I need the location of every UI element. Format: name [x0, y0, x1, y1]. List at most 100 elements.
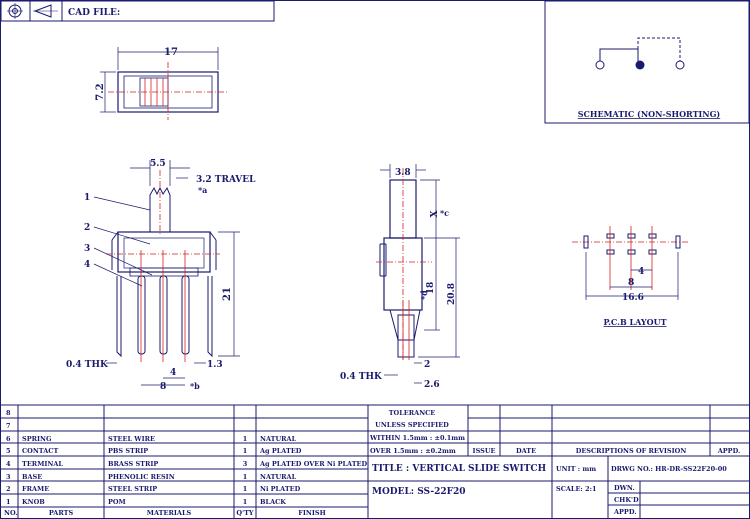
drawing-title: TITLE : VERTICAL SLIDE SWITCH: [372, 464, 547, 474]
side-26-dim: 2.6: [424, 380, 440, 390]
top-height-dim: 7.2: [95, 83, 106, 100]
bom-cell-no: 2: [6, 485, 11, 493]
bom-cell-finish: Ag PLATED: [259, 447, 302, 455]
revision-description: DESCRIPTIONS OF REVISION: [576, 447, 687, 455]
bom-cell-finish: NATURAL: [260, 435, 297, 443]
callout-1: 1: [84, 193, 90, 203]
bom-header-qty: Q'TY: [236, 509, 253, 517]
pcb-pitch-dim: 4: [638, 267, 644, 277]
bom-cell-material: BRASS STRIP: [108, 460, 158, 468]
bom-cell-parts: FRAME: [22, 485, 49, 493]
front-height-dim: 21: [222, 287, 233, 301]
top-view: 17 7.2: [95, 47, 228, 120]
terminal-1-icon: [595, 60, 605, 70]
callout-4: 4: [84, 260, 90, 270]
bom-header-materials: MATERIALS: [147, 509, 192, 517]
projection-symbol-icon: [7, 3, 58, 19]
bom-cell-finish: Ag PLATED OVER Ni PLATED: [259, 460, 368, 468]
bom-cell-no: 8: [6, 409, 11, 417]
pcb-mount-hole-left: [583, 235, 589, 249]
cad-file-label: CAD FILE:: [68, 8, 120, 18]
side-view: 3.8 X *c 18 *d 20.8 2 0.4 THK 2.6: [340, 164, 460, 390]
side-top-dim: 3.8: [395, 168, 411, 178]
drawing-unit: UNIT : mm: [556, 465, 596, 473]
bom-cell-material: PHENOLIC RESIN: [108, 473, 175, 481]
knob-width-dim: 5.5: [150, 159, 166, 169]
callout-3: 3: [84, 244, 90, 254]
drawing-model: MODEL: SS-22F20: [372, 487, 466, 497]
note-b: *b: [190, 381, 200, 391]
bom-cell-material: PBS STRIP: [108, 447, 148, 455]
side-thk-dim: 0.4 THK: [340, 372, 383, 382]
front-span-dim: 8: [160, 382, 166, 392]
bom-header-no: NO.: [4, 509, 18, 517]
travel-dim: 3.2 TRAVEL: [196, 175, 256, 185]
bom-cell-parts: CONTACT: [22, 447, 58, 455]
title-block: TITLE : VERTICAL SLIDE SWITCH MODEL: SS-…: [368, 456, 749, 518]
revision-date: DATE: [516, 447, 536, 455]
terminal-common-icon: [635, 60, 645, 70]
revision-issue: ISSUE: [473, 447, 496, 455]
bom-cell-no: 7: [6, 422, 11, 430]
side-208-dim: 20.8: [447, 283, 457, 305]
tolerance-subtitle: UNLESS SPECIFIED: [375, 421, 449, 429]
callout-2: 2: [84, 223, 90, 233]
tolerance-line-2: OVER 1.5mm : ±0.2mm: [370, 447, 456, 455]
pcb-outer-dim: 8: [628, 278, 634, 288]
bom-cell-material: STEEL WIRE: [108, 435, 155, 443]
drawing-number: DRWG NO.: HR-DR-SS22F20-00: [611, 465, 727, 473]
revision-appd: APPD.: [717, 447, 741, 455]
pcb-mount-hole-right: [675, 235, 681, 249]
note-a: *a: [198, 185, 207, 195]
schematic-panel: SCHEMATIC (NON-SHORTING): [544, 0, 750, 124]
bom-cell-material: POM: [108, 498, 126, 506]
pcb-layout: 4 8 16.6 P.C.B LAYOUT: [572, 226, 690, 327]
front-pin-dim: 1.3: [207, 360, 223, 370]
front-view: 5.5 3.2 TRAVEL *a 21 1 2 3 4 0.4 THK 1.3…: [66, 159, 256, 392]
bom-cell-qty: 3: [243, 460, 248, 468]
bom-cell-qty: 1: [243, 485, 248, 493]
bom-cell-parts: BASE: [22, 473, 42, 481]
bom-cell-no: 6: [6, 435, 11, 443]
tolerance-revision-block: TOLERANCE UNLESS SPECIFIED WITHIN 1.5mm …: [368, 405, 749, 457]
cad-file-block: CAD FILE:: [0, 0, 275, 22]
bom-cell-qty: 1: [243, 498, 248, 506]
bom-cell-qty: 1: [243, 435, 248, 443]
schematic-caption: SCHEMATIC (NON-SHORTING): [578, 109, 721, 119]
bom-cell-finish: NATURAL: [260, 473, 297, 481]
drawing-scale: SCALE: 2:1: [556, 485, 597, 493]
bom-cell-parts: KNOB: [22, 498, 45, 506]
bom-cell-parts: SPRING: [22, 435, 52, 443]
approved-by-label: APPD.: [613, 508, 637, 516]
note-c: *c: [440, 208, 449, 218]
bom-cell-finish: Ni PLATED: [260, 485, 301, 493]
side-x-dim: X: [430, 210, 440, 217]
bom-cell-no: 5: [6, 447, 11, 455]
top-width-dim: 17: [164, 47, 178, 58]
bom-cell-finish: BLACK: [260, 498, 286, 506]
bom-header-parts: PARTS: [49, 509, 74, 517]
bom-cell-no: 3: [6, 473, 11, 481]
bom-header-finish: FINISH: [298, 509, 325, 517]
pcb-total-dim: 16.6: [622, 293, 644, 303]
bom-cell-material: STEEL STRIP: [108, 485, 157, 493]
bom-cell-parts: TERMINAL: [22, 460, 63, 468]
front-pitch-dim: 4: [170, 368, 176, 378]
tolerance-title: TOLERANCE: [389, 409, 436, 417]
pcb-caption: P.C.B LAYOUT: [603, 317, 666, 327]
side-2-dim: 2: [424, 360, 430, 370]
checked-by-label: CHK'D: [614, 496, 639, 504]
front-thk-dim: 0.4 THK: [66, 360, 109, 370]
note-d: *d: [419, 290, 429, 300]
side-18-dim: 18: [426, 282, 436, 295]
tolerance-line-1: WITHIN 1.5mm : ±0.1mm: [369, 434, 465, 442]
bom-cell-qty: 1: [243, 447, 248, 455]
terminal-3-icon: [675, 60, 685, 70]
bom-cell-no: 4: [6, 460, 11, 468]
bom-cell-no: 1: [6, 498, 11, 506]
bom-cell-qty: 1: [243, 473, 248, 481]
drawn-by-label: DWN.: [614, 484, 635, 492]
